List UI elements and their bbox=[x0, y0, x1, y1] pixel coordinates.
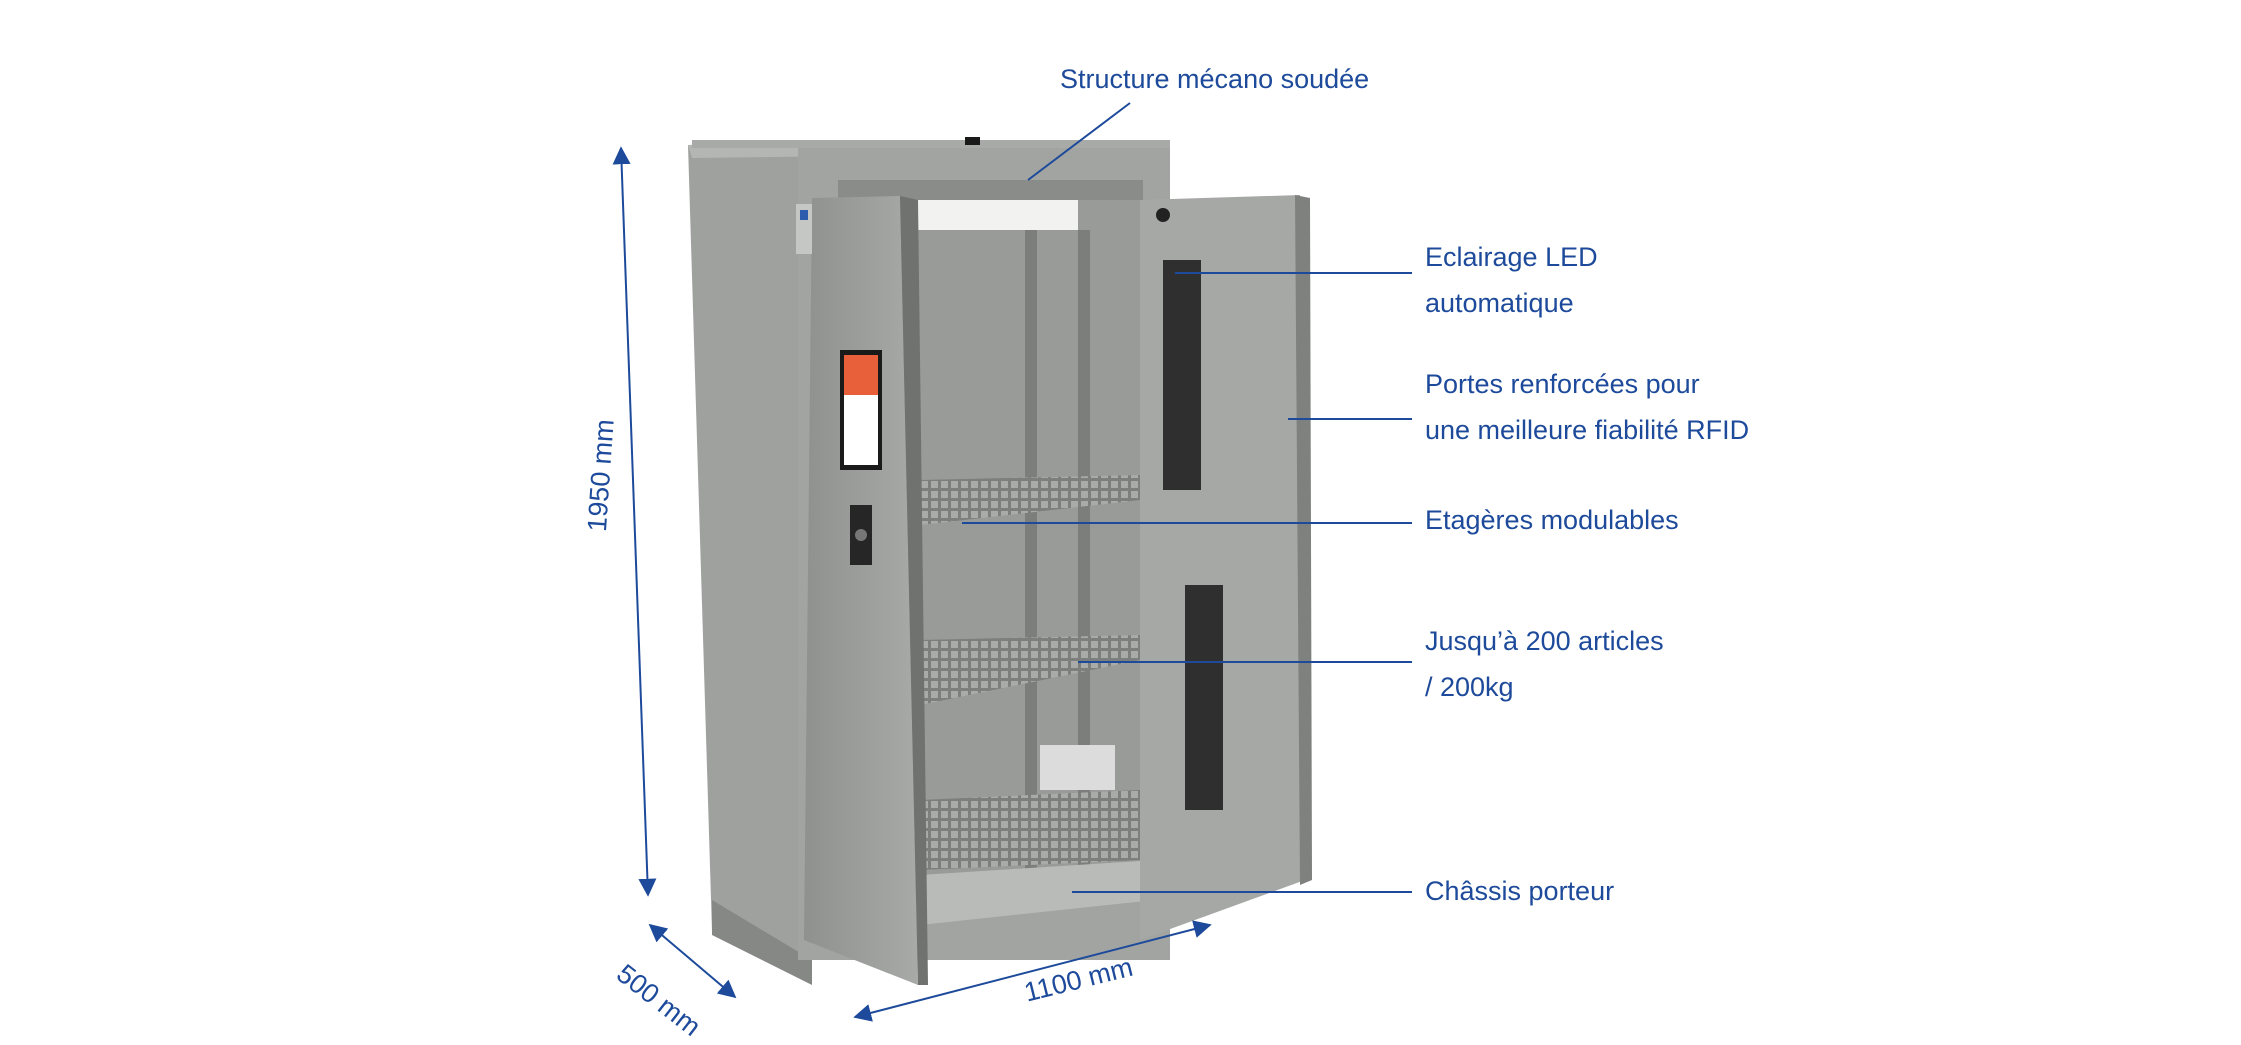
label-structure: Structure mécano soudée bbox=[1060, 64, 1370, 94]
dimension-arrows bbox=[612, 146, 1212, 1022]
leader-lines bbox=[962, 102, 1412, 893]
leader-structure bbox=[1027, 102, 1131, 181]
label-chassis: Châssis porteur bbox=[1425, 876, 1615, 906]
chassis-plinth bbox=[920, 860, 1155, 925]
door-window bbox=[1163, 260, 1201, 490]
rfid-module bbox=[1040, 745, 1115, 790]
right-door bbox=[1140, 195, 1312, 940]
left-door bbox=[796, 196, 928, 985]
label-capacity-line2: / 200kg bbox=[1425, 672, 1514, 702]
shelf bbox=[920, 475, 1140, 525]
notice-header bbox=[844, 355, 878, 395]
height-arrow bbox=[612, 146, 657, 897]
label-doors-line2: une meilleure fiabilité RFID bbox=[1425, 415, 1750, 445]
label-doors-line1: Portes renforcées pour bbox=[1425, 369, 1700, 399]
label-led-line1: Eclairage LED bbox=[1425, 242, 1598, 272]
label-shelves: Etagères modulables bbox=[1425, 505, 1679, 535]
shelf bbox=[920, 790, 1140, 870]
width-arrow bbox=[853, 920, 1212, 1022]
label-led-line2: automatique bbox=[1425, 288, 1574, 318]
sensor-icon bbox=[1156, 208, 1170, 222]
led-strip bbox=[918, 200, 1078, 230]
label-doors: Portes renforcées pour une meilleure fia… bbox=[1425, 361, 1749, 453]
shelf bbox=[920, 635, 1140, 705]
top-connector bbox=[965, 137, 980, 145]
door-window bbox=[1185, 585, 1223, 810]
label-led: Eclairage LED automatique bbox=[1425, 234, 1598, 326]
label-capacity: Jusqu’à 200 articles / 200kg bbox=[1425, 618, 1664, 710]
label-capacity-line1: Jusqu’à 200 articles bbox=[1425, 626, 1664, 656]
depth-arrow bbox=[648, 923, 737, 999]
